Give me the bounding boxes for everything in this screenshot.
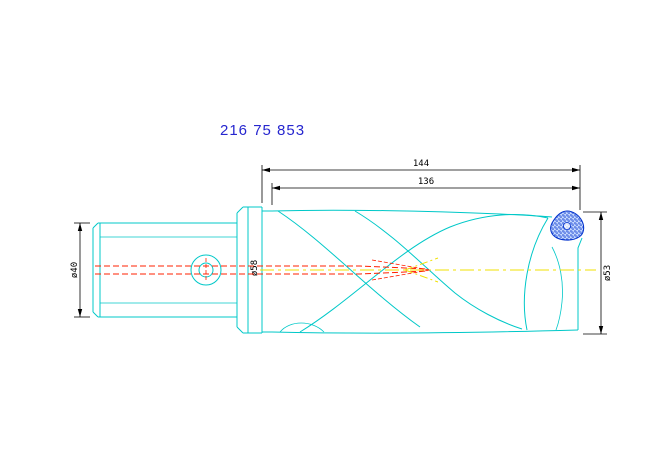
coolant-converge-line — [371, 259, 431, 271]
drill-body-outline — [271, 209, 583, 334]
set-screw-hole-outer — [190, 254, 222, 286]
coolant-converge-line — [371, 269, 431, 281]
dimension-overall-length: 144 — [261, 159, 581, 210]
body-tip-face — [577, 237, 583, 330]
coolant-channel-line — [95, 265, 429, 270]
dimension-flute-length: 136 — [271, 177, 580, 205]
flute-curve — [299, 214, 549, 333]
part-number-label: 216 75 853 — [220, 122, 305, 139]
insert-screw-hole — [563, 222, 571, 230]
arrowhead — [572, 167, 580, 173]
dimension-shank-diameter: ø40 — [70, 222, 90, 318]
dimension-value-overall: 144 — [413, 159, 429, 169]
dimension-value-shank-dia: ø40 — [70, 262, 80, 278]
flute-curve — [277, 210, 421, 328]
body-bottom-edge — [271, 329, 579, 334]
flute-curve — [523, 217, 549, 331]
flute-runout-notch — [279, 322, 325, 333]
arrowhead — [572, 185, 580, 191]
shank-chamfer — [92, 222, 99, 229]
coolant-channel-line — [95, 270, 429, 275]
coolant-exit-centerline — [404, 269, 439, 283]
tip-margin-line — [551, 246, 563, 331]
arrowhead — [272, 185, 280, 191]
coolant-exit-centerline — [404, 257, 439, 271]
collar-chamfer — [236, 206, 244, 214]
dimension-value-cutting-dia: ø53 — [603, 265, 613, 281]
arrowhead — [77, 223, 83, 231]
centerlines — [95, 257, 596, 283]
arrowhead — [77, 309, 83, 317]
collar-chamfer — [236, 326, 244, 334]
arrowhead — [262, 167, 270, 173]
carbide-insert — [550, 210, 585, 241]
dimension-cutting-diameter: ø53 — [583, 211, 613, 335]
arrowhead — [598, 326, 604, 334]
dimension-value-collar-dia: ø58 — [250, 260, 260, 276]
flute-curve — [354, 210, 523, 330]
body-top-edge — [271, 209, 553, 218]
drill-shank-outline — [92, 222, 237, 318]
shank-chamfer — [92, 311, 99, 318]
arrowhead — [598, 212, 604, 220]
dimension-value-flute: 136 — [418, 177, 434, 187]
